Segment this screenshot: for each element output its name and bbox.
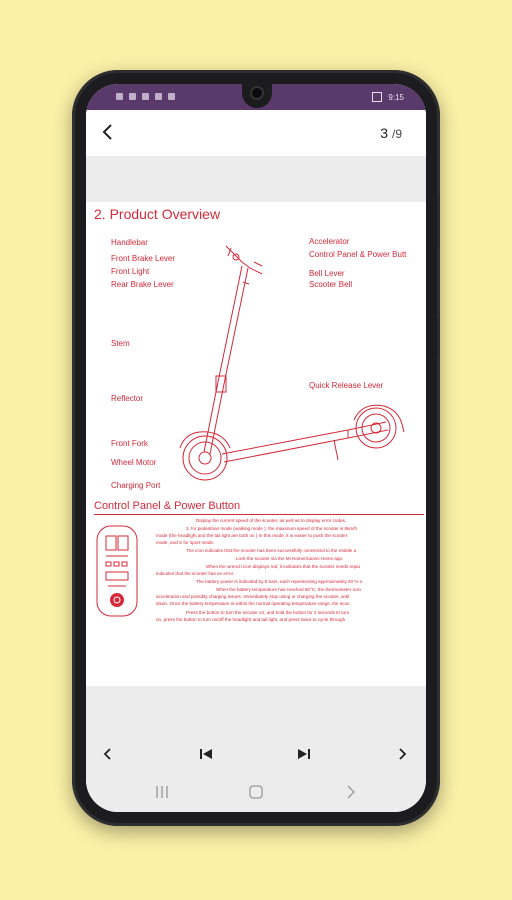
total-pages: /9: [391, 127, 402, 141]
previous-page-button[interactable]: [98, 744, 118, 764]
label-front-brake-lever: Front Brake Lever: [111, 254, 176, 263]
first-page-button[interactable]: [196, 744, 216, 764]
description-line: The icon indicates that the scooter has …: [186, 548, 357, 553]
pdf-page[interactable]: 2. Product Overview Handlebar Front Brak…: [86, 202, 426, 686]
screen: 9:15 3/9 2. Product Overview Handlebar F…: [86, 84, 426, 812]
section-divider: [94, 514, 424, 515]
front-camera: [242, 84, 272, 108]
back-icon: [347, 785, 355, 799]
skip-previous-icon: [200, 749, 212, 759]
label-stem: Stem: [111, 339, 130, 348]
label-control-panel: Control Panel & Power Butt: [309, 250, 407, 259]
notification-icon: [168, 93, 175, 100]
last-page-button[interactable]: [294, 744, 314, 764]
control-panel-illustration: [96, 525, 138, 617]
skip-next-icon: [298, 749, 310, 759]
label-bell-lever: Bell Lever: [309, 269, 345, 278]
notification-icon: [155, 93, 162, 100]
recents-icon: [156, 786, 168, 798]
next-page-button[interactable]: [392, 744, 412, 764]
recents-button[interactable]: [152, 782, 172, 802]
description-line: Display the current speed of the scooter…: [196, 518, 347, 523]
description-line: down. Once the battery temperature is wi…: [156, 601, 350, 606]
label-quick-release: Quick Release Lever: [309, 381, 384, 390]
label-front-light: Front Light: [111, 267, 150, 276]
label-handlebar: Handlebar: [111, 238, 148, 247]
notification-icon: [142, 93, 149, 100]
description-line: mode (the headlight and the tail light a…: [156, 533, 348, 538]
description-line: When the wrench icon displays red, it in…: [206, 564, 360, 569]
scooter-illustration: [179, 245, 405, 481]
description-line: Lock the scooter via the Mi Home/Xiaomi …: [236, 556, 344, 561]
system-back-button[interactable]: [340, 782, 360, 802]
section-title: Control Panel & Power Button: [94, 500, 241, 512]
volume-key: [437, 318, 440, 358]
screenshot-icon: [372, 92, 383, 102]
description-line: acceleration and possibly charging issue…: [156, 594, 350, 599]
label-scooter-bell: Scooter Bell: [309, 280, 353, 289]
chevron-left-icon: [102, 124, 112, 140]
status-bar: 9:15: [86, 84, 426, 110]
notification-icon: [129, 93, 136, 100]
description-line: indicates that the scooter has an error.: [156, 571, 235, 576]
back-button[interactable]: [98, 122, 118, 142]
label-reflector: Reflector: [111, 394, 144, 403]
power-key: [437, 196, 440, 248]
current-page: 3: [380, 125, 388, 141]
label-front-fork: Front Fork: [111, 439, 148, 448]
toolbar: 3/9: [86, 110, 426, 156]
description-line: The battery power is indicated by 5 bars…: [196, 579, 363, 584]
label-charging-port: Charging Port: [111, 481, 161, 490]
description-line: When the battery temperature has reached…: [216, 587, 362, 592]
description-line: on, press the button to turn on/off the …: [156, 617, 346, 622]
description-line: Press the button to turn the scooter on,…: [186, 610, 350, 615]
page-title: 2. Product Overview: [94, 206, 221, 222]
label-wheel-motor: Wheel Motor: [111, 458, 157, 467]
page-navigation-bar: [86, 688, 426, 772]
status-right: 9:15: [372, 92, 404, 102]
notification-icon: [116, 93, 123, 100]
home-icon: [249, 785, 263, 799]
chevron-right-icon: [399, 748, 407, 760]
system-navigation-bar: [86, 772, 426, 812]
document-viewer[interactable]: 2. Product Overview Handlebar Front Brak…: [86, 156, 426, 688]
label-rear-brake-lever: Rear Brake Lever: [111, 280, 174, 289]
page-counter: 3/9: [380, 125, 402, 141]
label-accelerator: Accelerator: [309, 237, 350, 246]
chevron-left-icon: [103, 748, 111, 760]
description-line: 2. for pedestrian mode (walking mode ): …: [186, 526, 358, 531]
description-line: mode, and S for sport mode.: [156, 540, 215, 545]
status-time: 9:15: [388, 92, 404, 102]
home-button[interactable]: [246, 782, 266, 802]
notification-icons: [116, 93, 175, 100]
